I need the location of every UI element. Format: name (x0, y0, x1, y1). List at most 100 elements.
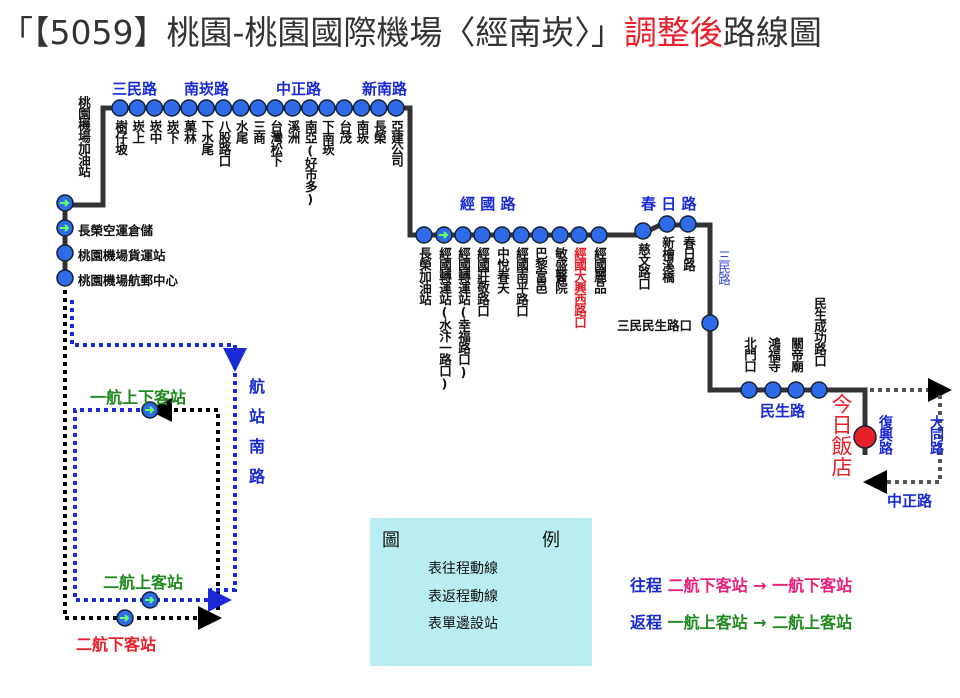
stop-marker (764, 381, 782, 399)
legend-title-left: 圖 (382, 530, 400, 551)
stop-label-top: 亞建公司 (389, 120, 404, 166)
stop-label-top: 台茂 (337, 120, 353, 143)
road-label-zhongzheng-bottom: 中正路 (887, 492, 933, 510)
t1-stop-label: 一航上下客站 (90, 388, 187, 407)
stop-label-middle: 長榮加油站 (417, 247, 432, 305)
stop-label-top: 樹仔坡 (113, 120, 128, 155)
stop-label-top: 下水尾 (199, 120, 215, 155)
terminal-loop-back (863, 395, 942, 494)
return-path-1 (70, 300, 247, 372)
stop-label-top: 水尾 (233, 120, 249, 143)
stop-label-top: 八股路口 (216, 120, 232, 166)
stop-marker (551, 226, 569, 244)
road-label-hangzhan-south: 航站南路 (246, 378, 265, 498)
return-note: 返程 一航上客站 → 二航上客站 (630, 609, 852, 633)
return-path-3 (73, 408, 232, 612)
road-label-datong: 大同路 (928, 415, 944, 454)
stop-marker (249, 99, 267, 117)
stop-marker (370, 99, 388, 117)
stop-marker (128, 99, 146, 117)
stop-marker (180, 99, 198, 117)
road-label-sanmin-side: 三民路 (716, 250, 731, 285)
stop-marker (56, 269, 74, 287)
stop-label-middle: 經國南平路口 (514, 247, 529, 316)
terminal-stop-marker (853, 425, 877, 449)
stop-marker (740, 381, 758, 399)
legend-title-right: 例 (542, 530, 560, 551)
stop-label-top: 崁下 (164, 120, 180, 143)
t2-up-stop-label: 二航上客站 (103, 573, 184, 592)
stop-label-top: 台灣松下 (268, 120, 284, 166)
stop-label-top: 下南崁 (320, 120, 335, 155)
stop-label-chunri: 春日路 (681, 236, 696, 271)
stop-marker (214, 99, 233, 117)
stop-marker (701, 314, 719, 332)
stop-marker (145, 99, 164, 117)
stop-marker (266, 99, 284, 117)
return-note-route: 一航上客站 → 二航上客站 (667, 613, 853, 632)
stop-label-left: 桃園機場航郵中心 (78, 273, 179, 288)
stop-marker (197, 99, 215, 117)
stop-marker (634, 222, 652, 240)
title-prefix: 「【5059】桃園-桃園國際機場〈經南崁〉」 (0, 13, 624, 52)
stop-marker (787, 381, 805, 399)
stop-label-middle: 經國大興西路口 (572, 247, 587, 328)
t2-down-stop-label: 二航下客站 (76, 635, 157, 654)
stop-label-middle: 中悅春天 (495, 247, 510, 293)
stop-marker (679, 215, 697, 233)
legend-one-side-stop: 表單邊設站 (428, 616, 498, 632)
stop-marker (387, 99, 405, 117)
stop-label-middle: 敏盛醫院 (553, 247, 568, 293)
outbound-path-t1 (148, 398, 220, 610)
stop-marker (232, 99, 250, 117)
stop-marker (335, 99, 353, 117)
stop-marker (283, 99, 302, 117)
stop-marker (512, 226, 530, 244)
stop-marker (531, 226, 549, 244)
legend-outbound: 表往程動線 (428, 561, 498, 577)
stop-marker (810, 381, 828, 399)
stop-markers (56, 99, 877, 627)
stop-label-chunri: 新檜溪橋 (660, 236, 675, 282)
outbound-note: 往程 二航下客站 → 一航下客站 (630, 572, 852, 596)
legend-return: 表返程動線 (428, 589, 498, 605)
stop-marker (570, 226, 588, 244)
stop-marker (318, 99, 336, 117)
stop-marker (56, 244, 74, 262)
stop-label-top: 南崁 (354, 120, 370, 143)
stop-label-middle: 巴黎富邑 (533, 247, 548, 293)
outbound-note-route: 二航下客站 → 一航下客站 (667, 576, 853, 595)
return-note-label: 返程 (630, 613, 663, 632)
road-label-zhongzheng: 中正路 (276, 80, 322, 98)
stop-label-top: 崁中 (147, 120, 163, 143)
title-suffix: 路線圖 (722, 13, 822, 52)
stop-label-middle: 經國轉運站(水汴一路口) (437, 247, 452, 390)
stop-label-left: 長榮空運倉儲 (78, 223, 154, 238)
stop-label-minsheng: 關帝廟 (789, 337, 804, 372)
stop-label-minsheng: 民生成功路口 (812, 297, 827, 366)
title-highlight: 調整後 (623, 13, 723, 52)
stop-label-middle: 經國麗品 (592, 247, 607, 293)
stop-marker (590, 226, 608, 244)
stop-marker (493, 226, 511, 244)
road-label-sanmin: 三民路 (112, 80, 158, 98)
road-label-nankan: 南崁路 (184, 80, 230, 98)
stop-label-top: 溪洲 (285, 120, 301, 143)
stop-marker (658, 215, 676, 233)
stop-marker (454, 226, 472, 244)
road-label-chunri: 春 日 路 (641, 195, 697, 213)
stop-marker (111, 99, 129, 117)
stop-label-top: 三商 (251, 120, 266, 143)
stop-label-airport-gas: 桃園機場加油站 (76, 96, 91, 177)
page-title: 「【5059】桃園-桃園國際機場〈經南崁〉」調整後路線圖 (0, 6, 822, 54)
stop-marker (163, 99, 181, 117)
stop-marker (301, 99, 319, 117)
road-label-xinnan: 新南路 (362, 80, 408, 98)
stop-label-left: 桃園機場貨運站 (78, 248, 166, 263)
stop-label-sanmin-minsheng: 三民民生路口 (617, 318, 693, 333)
stop-label-chunri: 慈文路口 (636, 243, 651, 289)
stop-label-minsheng: 鴻福寺 (766, 337, 781, 372)
legend: 圖 例 表往程動線 表返程動線 表單邊設站 (370, 518, 592, 666)
outbound-note-label: 往程 (630, 576, 663, 595)
